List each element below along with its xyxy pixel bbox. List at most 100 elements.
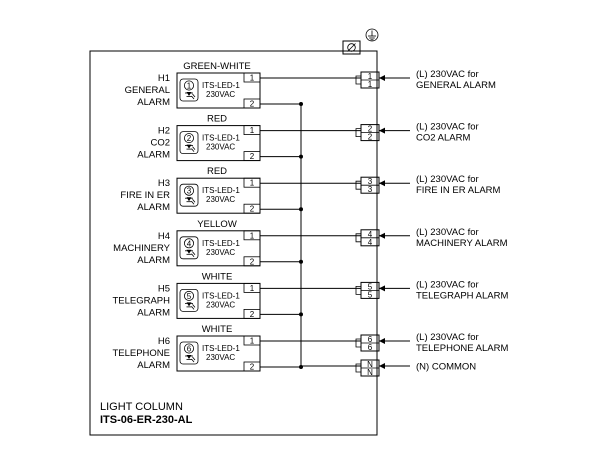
field-terminal-6: 66 — [355, 334, 380, 352]
lamp-name-line-2: ALARM — [137, 307, 170, 318]
led-index-label: 4 — [187, 239, 192, 248]
module-voltage-label: 230VAC — [206, 248, 235, 257]
bus-junction — [299, 312, 303, 317]
lamp-name-line-2: ALARM — [137, 360, 170, 371]
lamp-name-line-1: GENERAL — [125, 85, 170, 96]
field-terminal-3: 33 — [355, 176, 380, 194]
module-terminal-1-label: 1 — [250, 337, 255, 346]
led-module-box — [176, 125, 261, 162]
module-terminal-2-label: 2 — [250, 205, 255, 214]
field-terminal-bottom-label: 1 — [368, 80, 373, 89]
feed-label-line-2: TELEGRAPH ALARM — [416, 290, 508, 301]
field-terminal-top-label: 3 — [368, 177, 373, 186]
lamp-name-line-1: MACHINERY — [113, 243, 170, 254]
lamp-name-line-2: ALARM — [137, 150, 170, 161]
field-terminal-top-label: 4 — [368, 230, 373, 239]
field-terminal-top-label: 6 — [368, 335, 373, 344]
module-voltage-label: 230VAC — [206, 195, 235, 204]
field-terminal-bottom-label: 6 — [368, 343, 373, 352]
module-terminal-2-label: 2 — [250, 310, 255, 319]
led-module-box — [176, 282, 261, 319]
module-terminal-1-label: 1 — [250, 284, 255, 293]
module-terminal-1-label: 1 — [250, 179, 255, 188]
lamp-color-label: WHITE — [202, 324, 233, 335]
lamp-color-label: GREEN-WHITE — [183, 61, 251, 72]
protective-earth-icon — [365, 28, 379, 42]
feed-arrow-icon — [379, 232, 385, 239]
panel-model: ITS-06-ER-230-AL — [100, 414, 193, 426]
led-icon — [185, 249, 196, 258]
led-symbol-box — [179, 236, 199, 260]
led-module-box — [176, 72, 261, 109]
feed-label-line-2: GENERAL ALARM — [416, 80, 496, 91]
lamp-name-line-1: TELEPHONE — [112, 348, 170, 359]
led-icon — [185, 197, 196, 205]
module-terminal-2-label: 2 — [250, 152, 255, 161]
led-index-circle — [183, 343, 194, 354]
lamp-id: H5 — [158, 283, 170, 294]
field-terminal-1: 11 — [355, 71, 380, 89]
neutral-terminal: N N (N) COMMON — [301, 359, 476, 377]
lamp-id: H4 — [158, 231, 170, 242]
field-terminal-4: 44 — [355, 229, 380, 247]
neutral-terminal-top-label: N — [367, 360, 373, 369]
module-voltage-label: 230VAC — [206, 143, 235, 152]
lamp-name-line-1: FIRE IN ER — [120, 190, 170, 201]
feed-label-line-1: (L) 230VAC for — [416, 227, 479, 238]
feed-label-line-1: (L) 230VAC for — [416, 174, 479, 185]
led-icon — [185, 92, 196, 100]
module-model-label: ITS-LED-1 — [202, 134, 240, 143]
bus-junction — [299, 259, 303, 264]
module-terminal-2-label: 2 — [250, 100, 255, 109]
module-voltage-label: 230VAC — [206, 300, 235, 309]
module-model-label: ITS-LED-1 — [202, 344, 240, 353]
field-terminal-2: 22 — [355, 124, 380, 142]
lamp-name-line-2: ALARM — [137, 202, 170, 213]
led-index-label: 5 — [187, 292, 192, 301]
led-symbol-box — [179, 78, 199, 102]
feed-label-line-2: TELEPHONE ALARM — [416, 343, 508, 354]
led-symbol-box — [179, 288, 199, 312]
module-voltage-label: 230VAC — [206, 353, 235, 362]
led-module-box — [176, 230, 261, 267]
field-terminal-top-label: 5 — [368, 282, 373, 291]
led-index-circle — [183, 238, 194, 249]
feed-label-line-2: MACHINERY ALARM — [416, 238, 508, 249]
module-terminal-1-label: 1 — [250, 126, 255, 135]
feed-label-line-1: (L) 230VAC for — [416, 122, 479, 133]
module-terminal-2-label: 2 — [250, 363, 255, 372]
light-column-panel — [89, 50, 378, 436]
led-icon — [185, 302, 196, 310]
led-symbol-box — [179, 183, 199, 207]
cable-shield-icon — [342, 40, 361, 55]
lamp-name-line-1: TELEGRAPH — [112, 295, 170, 306]
led-index-label: 3 — [187, 187, 192, 196]
module-model-label: ITS-LED-1 — [202, 291, 240, 300]
bus-junction — [299, 154, 303, 159]
led-index-label: 6 — [187, 345, 192, 354]
module-model-label: ITS-LED-1 — [202, 239, 240, 248]
lamp-id: H2 — [158, 126, 170, 137]
led-index-label: 2 — [187, 134, 192, 143]
led-index-circle — [183, 185, 194, 196]
feed-label-line-1: (L) 230VAC for — [416, 332, 479, 343]
field-terminal-bottom-label: 5 — [368, 290, 373, 299]
led-index-circle — [183, 290, 194, 301]
feed-arrow-icon — [379, 127, 385, 134]
bus-junction — [299, 102, 303, 106]
led-index-circle — [183, 80, 194, 91]
field-terminal-bottom-label: 3 — [368, 185, 373, 194]
feed-label-line-1: (L) 230VAC for — [416, 69, 479, 80]
lamp-color-label: WHITE — [202, 271, 233, 282]
neutral-common-label: (N) COMMON — [416, 362, 476, 373]
neutral-terminal-bottom-label: N — [367, 368, 373, 377]
lamp-color-label: YELLOW — [197, 219, 237, 230]
feed-label-line-1: (L) 230VAC for — [416, 279, 479, 290]
